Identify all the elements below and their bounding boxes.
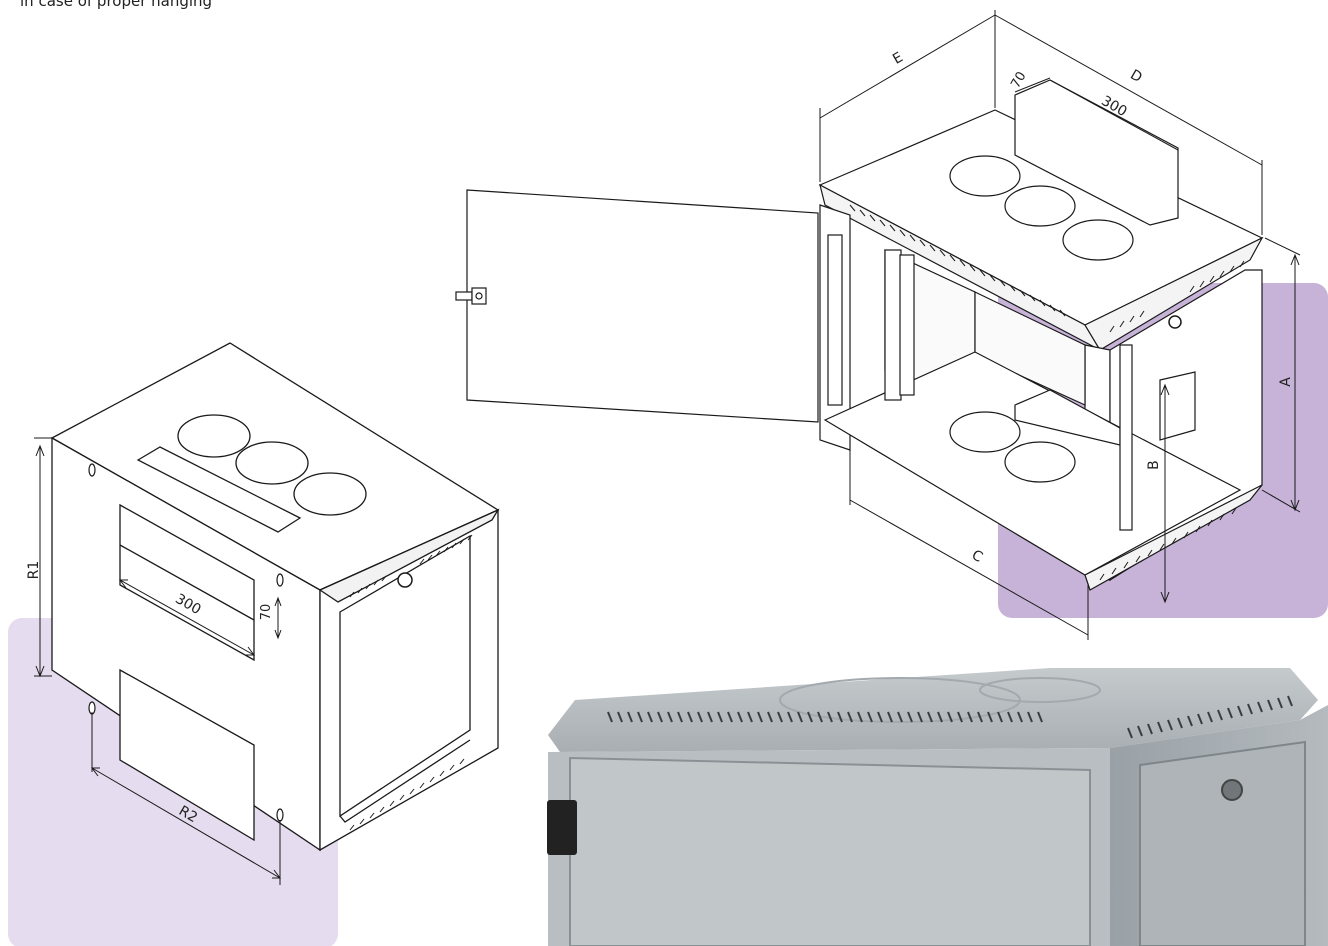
dimension-lines-left <box>34 437 282 885</box>
lock-icon-right <box>1168 315 1182 329</box>
photo-door <box>569 756 1091 946</box>
dimension-label-e: E <box>890 49 906 67</box>
caption-text: in case of proper hanging <box>20 0 213 10</box>
door-handle-icon <box>455 287 487 305</box>
photo-lock-icon <box>1221 779 1243 801</box>
vent-slots-right <box>849 204 1245 581</box>
cabinet-photo <box>547 668 1328 946</box>
dimension-label-d: D <box>1127 67 1144 86</box>
dimension-lines-right <box>819 10 1301 640</box>
dimension-label-r1: R1 <box>26 561 42 580</box>
photo-top-face <box>548 668 1318 752</box>
cabinet-rear-view <box>50 342 500 852</box>
dimension-label-c: C <box>969 547 986 566</box>
lock-icon <box>397 572 413 588</box>
photo-vent-slots <box>607 695 1293 739</box>
photo-side-door <box>1139 740 1306 946</box>
vent-slots-left <box>349 534 473 831</box>
photo-door-hinge <box>547 800 577 855</box>
hanging-holes-left <box>88 463 284 822</box>
cabinet-front-view <box>818 79 1264 591</box>
dimension-label-a: A <box>1278 377 1294 387</box>
cabinet-door-open <box>466 189 819 423</box>
dimension-label-70-left: 70 <box>259 604 274 621</box>
dimension-label-b: B <box>1146 460 1162 470</box>
dimension-label-70-right: 70 <box>1008 69 1029 91</box>
